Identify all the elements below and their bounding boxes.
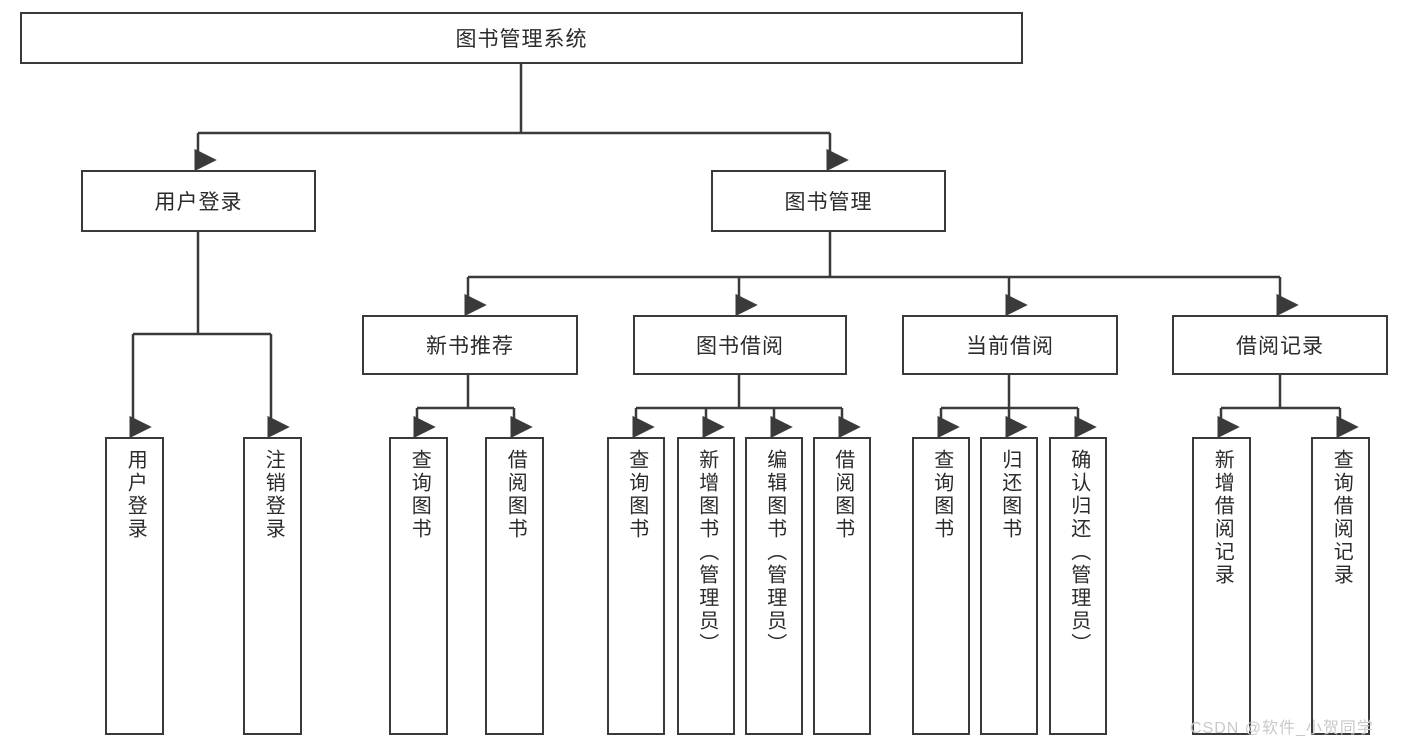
node-current-borrow[interactable]: 当前借阅 (902, 315, 1118, 375)
node-new-book-recommend[interactable]: 新书推荐 (362, 315, 578, 375)
leaf-borrow-record-0[interactable]: 新增借阅记录 (1192, 437, 1251, 735)
node-book-borrow[interactable]: 图书借阅 (633, 315, 847, 375)
leaf-label: 新增借阅记录 (1211, 449, 1234, 587)
leaf-label: 查询图书 (930, 449, 953, 541)
leaf-label: 查询图书 (408, 449, 431, 541)
leaf-user-login-0[interactable]: 用户登录 (105, 437, 164, 735)
leaf-borrow-record-1[interactable]: 查询借阅记录 (1311, 437, 1370, 735)
leaf-new-book-1[interactable]: 借阅图书 (485, 437, 544, 735)
leaf-book-borrow-1[interactable]: 新增图书（管理员） (677, 437, 735, 735)
leaf-label: 注销登录 (262, 449, 285, 541)
node-book-borrow-label: 图书借阅 (696, 335, 784, 358)
leaf-label: 新增图书（管理员） (695, 449, 718, 656)
node-borrow-record[interactable]: 借阅记录 (1172, 315, 1388, 375)
leaf-new-book-0[interactable]: 查询图书 (389, 437, 448, 735)
leaf-label: 确认归还（管理员） (1067, 449, 1090, 656)
leaf-current-borrow-0[interactable]: 查询图书 (912, 437, 970, 735)
node-book-management[interactable]: 图书管理 (711, 170, 946, 232)
leaf-current-borrow-2[interactable]: 确认归还（管理员） (1049, 437, 1107, 735)
node-book-management-label: 图书管理 (784, 191, 873, 214)
node-root[interactable]: 图书管理系统 (20, 12, 1023, 64)
leaf-book-borrow-2[interactable]: 编辑图书（管理员） (745, 437, 803, 735)
leaf-label: 用户登录 (124, 449, 147, 541)
node-user-login[interactable]: 用户登录 (81, 170, 316, 232)
node-borrow-record-label: 借阅记录 (1236, 335, 1324, 358)
leaf-book-borrow-3[interactable]: 借阅图书 (813, 437, 871, 735)
leaf-label: 编辑图书（管理员） (763, 449, 786, 656)
node-current-borrow-label: 当前借阅 (966, 335, 1054, 358)
node-user-login-label: 用户登录 (154, 191, 243, 214)
leaf-current-borrow-1[interactable]: 归还图书 (980, 437, 1038, 735)
leaf-label: 查询图书 (625, 449, 648, 541)
leaf-label: 借阅图书 (504, 449, 527, 541)
node-new-book-recommend-label: 新书推荐 (426, 335, 514, 358)
csdn-watermark: CSDN @软件_小贺同学 (1190, 720, 1374, 737)
leaf-user-login-1[interactable]: 注销登录 (243, 437, 302, 735)
leaf-label: 归还图书 (998, 449, 1021, 541)
node-root-label: 图书管理系统 (455, 28, 588, 51)
leaf-book-borrow-0[interactable]: 查询图书 (607, 437, 665, 735)
leaf-label: 借阅图书 (831, 449, 854, 541)
leaf-label: 查询借阅记录 (1330, 449, 1353, 587)
